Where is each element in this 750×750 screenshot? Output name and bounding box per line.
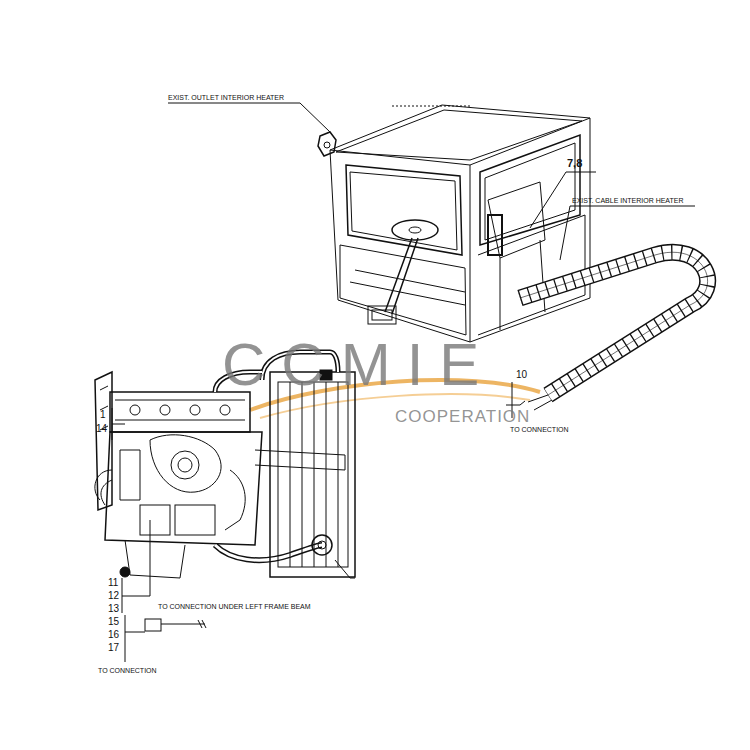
callout-number: 13: [108, 604, 119, 614]
callout-number: 17: [108, 643, 119, 653]
callout-number: 15: [108, 617, 119, 627]
watermark: CCMIE: [222, 335, 495, 395]
part-note: EXIST. OUTLET INTERIOR HEATER: [168, 94, 284, 101]
callout-number: 12: [108, 591, 119, 601]
callout-number: 14: [96, 424, 107, 434]
callout-number: 1: [100, 410, 106, 420]
watermark: COOPERATION: [395, 408, 530, 425]
part-note: EXIST. CABLE INTERIOR HEATER: [572, 197, 684, 204]
callout-number: 16: [108, 630, 119, 640]
cable-chain: [520, 252, 708, 410]
callout-number: 7,8: [567, 158, 582, 169]
cab-drawing: [168, 103, 695, 342]
connection-note: TO CONNECTION: [98, 667, 157, 674]
connection-note: TO CONNECTION: [510, 426, 569, 433]
callout-number: 11: [108, 578, 118, 588]
callout-number: 10: [516, 370, 527, 380]
connection-note: TO CONNECTION UNDER LEFT FRAME BEAM: [158, 603, 311, 610]
